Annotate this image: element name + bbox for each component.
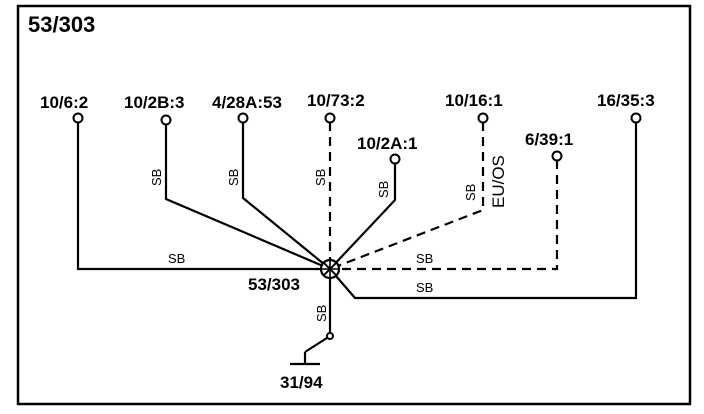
wire-10-2a-1 xyxy=(329,163,397,270)
pin-10-6-2 xyxy=(72,112,84,124)
connector-label-6-39-1: 6/39:1 xyxy=(525,130,573,149)
connector-label-10-6-2: 10/6:2 xyxy=(40,93,88,112)
wire-code-16-35-3: SB xyxy=(416,280,433,295)
pin-10-2b-3 xyxy=(160,114,172,126)
wire-code-10-2a-1: SB xyxy=(376,181,391,198)
splice-icon xyxy=(319,258,341,280)
wire-10-6-2 xyxy=(76,122,330,271)
diagram-frame xyxy=(16,4,692,406)
connector-label-16-35-3: 16/35:3 xyxy=(597,91,655,110)
ground-switch-arm xyxy=(304,335,331,353)
connector-label-10-73-2: 10/73:2 xyxy=(307,91,365,110)
wire-4-28a-53 xyxy=(241,122,331,270)
pin-10-2a-1 xyxy=(389,153,401,165)
wire-code-ground: SB xyxy=(314,305,329,322)
connector-label-10-2a-1: 10/2A:1 xyxy=(357,134,417,153)
ground-label: 31/94 xyxy=(280,373,323,392)
wire-code-10-16-1: SB xyxy=(463,184,478,201)
connector-label-4-28a-53: 4/28A:53 xyxy=(212,93,282,112)
variant-label: EU/OS xyxy=(489,155,508,208)
wire-16-35-3 xyxy=(329,122,638,300)
connector-label-10-2b-3: 10/2B:3 xyxy=(124,93,184,112)
diagram-title: 53/303 xyxy=(28,12,95,37)
pin-4-28a-53 xyxy=(237,112,249,124)
wire-code-10-73-2: SB xyxy=(313,169,328,186)
pin-10-73-2 xyxy=(324,112,336,124)
ground-switch-contact xyxy=(326,332,334,340)
splice-label: 53/303 xyxy=(248,275,300,294)
wire-6-39-1 xyxy=(330,160,559,271)
wire-code-4-28a-53: SB xyxy=(226,169,241,186)
wire-10-2b-3 xyxy=(164,124,331,271)
pin-16-35-3 xyxy=(630,112,642,124)
pin-10-16-1 xyxy=(477,112,489,124)
pin-6-39-1 xyxy=(551,150,563,162)
wire-code-6-39-1: SB xyxy=(416,251,433,266)
wire-10-16-1 xyxy=(329,122,485,271)
connector-label-10-16-1: 10/16:1 xyxy=(445,91,503,110)
wire-code-10-6-2: SB xyxy=(168,251,185,266)
wire-code-10-2b-3: SB xyxy=(149,169,164,186)
